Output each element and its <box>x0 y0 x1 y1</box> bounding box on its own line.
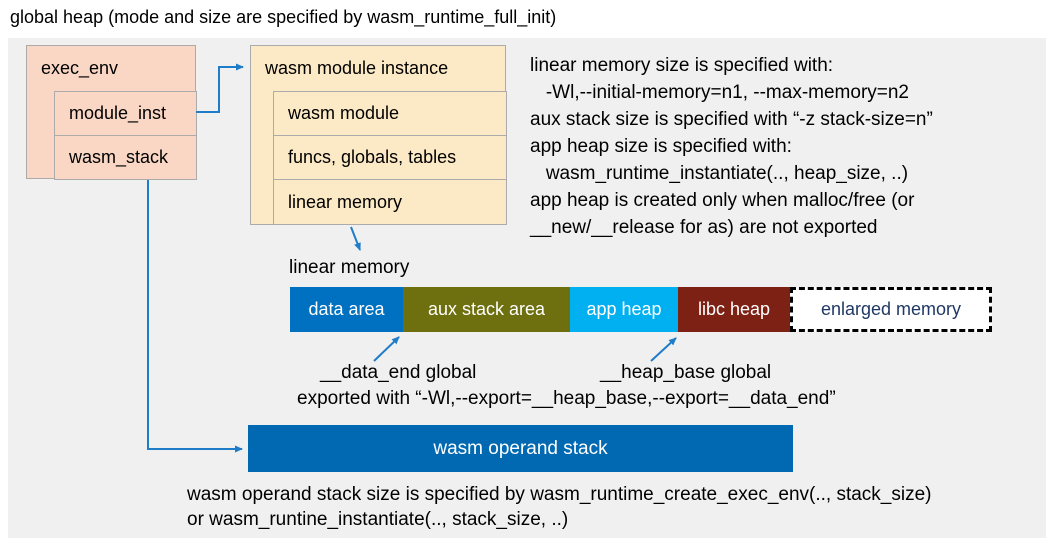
module-instance-box: wasm module instance wasm module funcs, … <box>250 45 507 225</box>
exec-env-label: exec_env <box>41 58 119 78</box>
segment-enlarged-memory: enlarged memory <box>790 287 992 332</box>
linear-memory-bar: data area aux stack area app heap libc h… <box>290 287 992 332</box>
data-end-global-label: __data_end global <box>320 362 477 383</box>
exec-env-row-wasm-stack: wasm_stack <box>54 135 197 180</box>
note-line: app heap size is specified with: <box>530 136 792 157</box>
operand-stack-notes: wasm operand stack size is specified by … <box>187 482 932 532</box>
note-line: linear memory size is specified with: <box>530 55 834 76</box>
memory-size-notes: linear memory size is specified with: -W… <box>530 52 933 241</box>
module-instance-row-linear-memory: linear memory <box>273 179 507 225</box>
module-instance-label: wasm module instance <box>265 58 449 78</box>
note-line: aux stack size is specified with “-z sta… <box>530 109 933 130</box>
note-line: wasm operand stack size is specified by … <box>187 484 932 505</box>
note-line: -Wl,--initial-memory=n1, --max-memory=n2 <box>530 82 909 103</box>
exec-env-row-module-inst: module_inst <box>54 91 197 136</box>
module-instance-row-wasm-module: wasm module <box>273 91 507 136</box>
linear-memory-caption: linear memory <box>289 257 410 278</box>
note-line: __new/__release for as) are not exported <box>530 217 878 238</box>
export-note: exported with “-Wl,--export=__heap_base,… <box>297 388 836 409</box>
segment-app-heap: app heap <box>570 287 678 332</box>
segment-aux-stack-area: aux stack area <box>403 287 570 332</box>
diagram-title: global heap (mode and size are specified… <box>10 7 557 27</box>
heap-base-global-label: __heap_base global <box>600 362 772 383</box>
segment-libc-heap: libc heap <box>678 287 790 332</box>
segment-data-area: data area <box>290 287 403 332</box>
exec-env-box: exec_env module_inst wasm_stack <box>26 45 197 180</box>
note-line: wasm_runtime_instantiate(.., heap_size, … <box>530 163 909 184</box>
note-line: app heap is created only when malloc/fre… <box>530 190 915 211</box>
note-line: or wasm_runtine_instantiate(.., stack_si… <box>187 509 569 530</box>
module-instance-row-funcs-globals-tables: funcs, globals, tables <box>273 135 507 180</box>
operand-stack-bar: wasm operand stack <box>248 425 793 472</box>
